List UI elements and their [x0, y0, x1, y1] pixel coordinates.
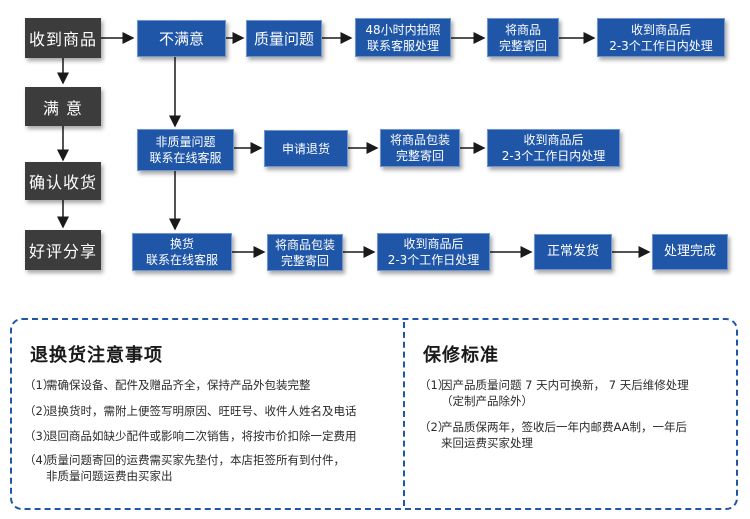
note-text: 质量问题寄回的运费需买家先垫付，本店拒签所有到付件， 非质量问题运费由买家出	[46, 453, 345, 483]
node-refund-request: 申请退货	[264, 130, 348, 167]
note-num: （2）	[419, 420, 450, 434]
note-num: （4）	[24, 453, 55, 467]
note-text: 因产品质量问题 7 天内可换新， 7 天后维修处理 （定制产品除外）	[441, 378, 689, 408]
warranty-item-1: （1）因产品质量问题 7 天内可换新， 7 天后维修处理 （定制产品除外）	[419, 377, 689, 409]
step-good-review: 好评分享	[25, 230, 101, 270]
notes-panel	[10, 318, 738, 510]
warranty-item-2: （2）产品质保两年，签收后一年内邮费AA制，一年后 来回运费买家处理	[419, 419, 687, 451]
note-num: （3）	[24, 429, 55, 443]
node-exchange-pack: 将商品包装 完整寄回	[267, 234, 343, 271]
node-unsatisfied: 不满意	[137, 20, 226, 57]
return-note-4: （4）质量问题寄回的运费需买家先垫付，本店拒签所有到付件， 非质量问题运费由买家…	[24, 452, 345, 484]
node-normal-ship: 正常发货	[534, 234, 612, 270]
note-text: 退回商品如缺少配件或影响二次销售，将按市价扣除一定费用	[46, 429, 357, 443]
note-num: （2）	[24, 404, 55, 418]
warranty-title: 保修标准	[423, 345, 499, 366]
node-process-middle: 收到商品后 2-3个工作日内处理	[487, 129, 620, 167]
step-satisfied: 满 意	[25, 87, 101, 126]
step-received: 收到商品	[25, 18, 101, 58]
node-quality-issue: 质量问题	[246, 20, 322, 57]
return-note-2: （2）退换货时，需附上便签写明原因、旺旺号、收件人姓名及电话	[24, 403, 357, 419]
node-process-top: 收到商品后 2-3个工作日内处理	[597, 18, 725, 57]
node-photo-contact: 48小时内拍照 联系客服处理	[355, 18, 451, 57]
return-note-1: （1）需确保设备、配件及赠品齐全，保持产品外包装完整	[24, 377, 311, 393]
return-note-3: （3）退回商品如缺少配件或影响二次销售，将按市价扣除一定费用	[24, 428, 357, 444]
panel-divider	[403, 322, 405, 506]
note-text: 需确保设备、配件及赠品齐全，保持产品外包装完整	[46, 378, 311, 392]
note-num: （1）	[419, 378, 450, 392]
node-return-complete: 将商品 完整寄回	[487, 18, 559, 57]
return-notes-title: 退换货注意事项	[30, 345, 163, 366]
node-exchange: 换货 联系在线客服	[132, 233, 232, 271]
step-confirm-receipt: 确认收货	[25, 162, 101, 200]
node-pack-return: 将商品包装 完整寄回	[380, 129, 460, 167]
note-num: （1）	[24, 378, 55, 392]
node-process-bottom: 收到商品后 2-3个工作日处理	[377, 233, 490, 271]
node-non-quality: 非质量问题 联系在线客服	[137, 129, 234, 171]
note-text: 产品质保两年，签收后一年内邮费AA制，一年后 来回运费买家处理	[441, 420, 688, 450]
note-text: 退换货时，需附上便签写明原因、旺旺号、收件人姓名及电话	[46, 404, 357, 418]
node-done: 处理完成	[652, 234, 728, 270]
